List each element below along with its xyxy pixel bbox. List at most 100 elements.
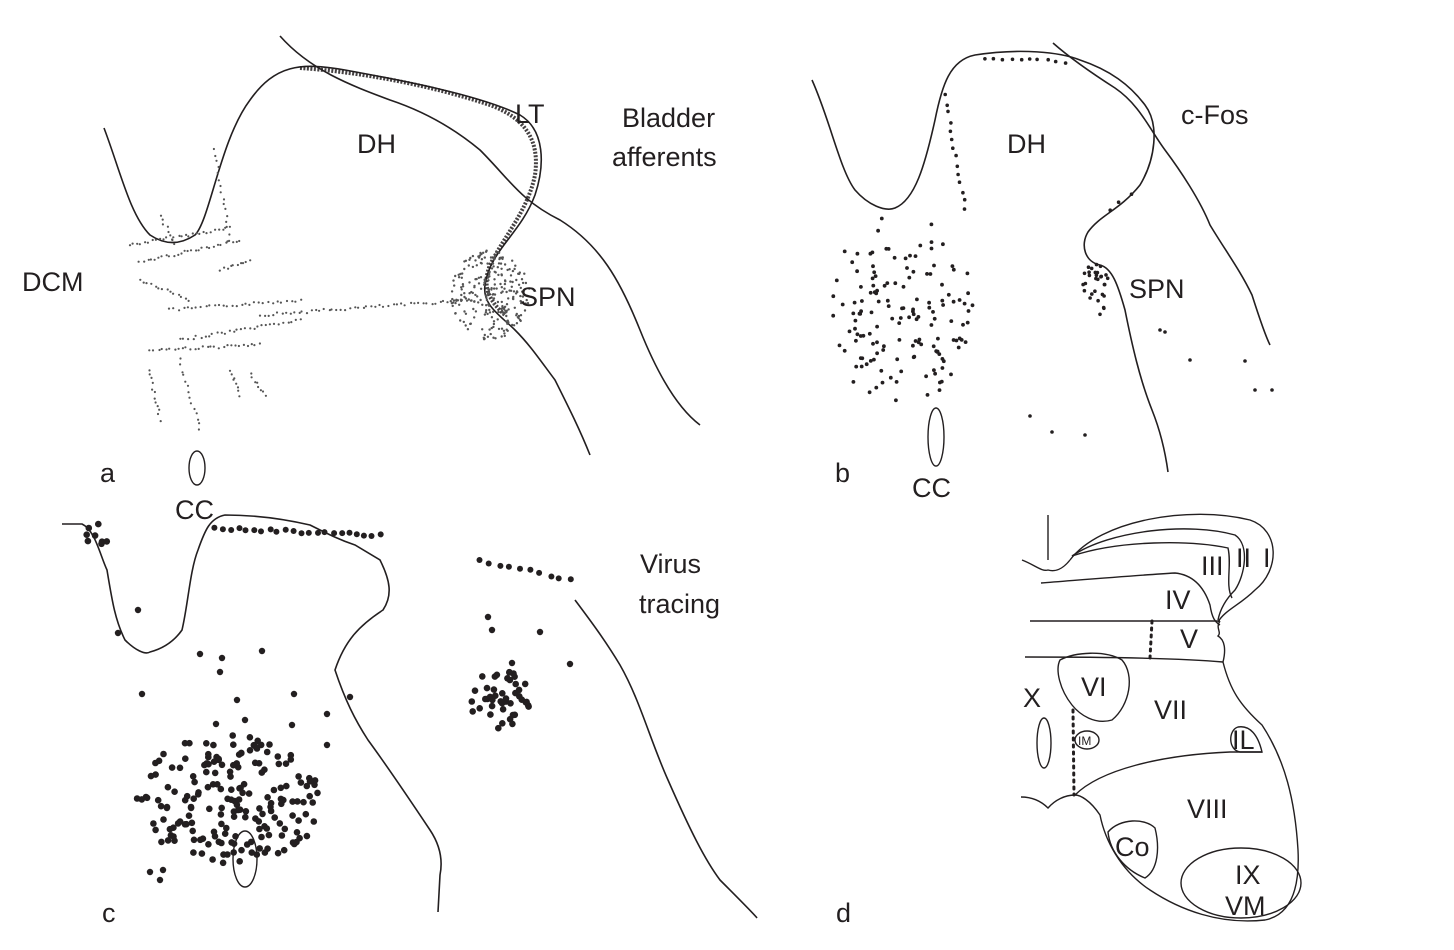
spn-dot [468, 281, 471, 284]
labeled-cell [522, 699, 530, 706]
cfos-cell [1046, 57, 1050, 62]
labeled-cell [196, 650, 204, 658]
cfos-cell [858, 312, 863, 316]
labeled-cell [499, 706, 507, 713]
spn-dot [493, 278, 496, 281]
spn-dot [486, 312, 489, 316]
fiber-dot [217, 303, 221, 307]
fiber-dot [395, 303, 398, 306]
cfos-cell [1102, 306, 1106, 311]
fiber-dot [244, 260, 247, 264]
panel-b-label-spn: SPN [1129, 274, 1185, 304]
spn-dot [500, 267, 503, 270]
panel-a-label-dh: DH [357, 129, 396, 159]
labeled-cell [306, 792, 314, 800]
fiber-dot [237, 344, 240, 348]
cfos-cell [1027, 57, 1032, 61]
labeled-cell [237, 784, 244, 792]
fiber-dot [223, 266, 226, 269]
spn-dot [523, 272, 526, 275]
labeled-cell [252, 743, 260, 751]
panel-d-lamina-i-outline [1069, 513, 1274, 623]
fiber-dot [315, 308, 318, 312]
labeled-cell [235, 796, 243, 803]
fiber-dot [160, 347, 163, 351]
fiber-dot [165, 254, 168, 257]
fiber-dot [217, 165, 220, 169]
fiber-dot [275, 311, 279, 314]
panel-d-lamina-iii-outline [1071, 542, 1233, 599]
cfos-cell [959, 338, 964, 342]
panel-d-lamina-ii-outline [1071, 528, 1246, 621]
fiber-dot [227, 267, 230, 270]
cfos-cell [940, 282, 944, 287]
spn-dot [525, 298, 528, 302]
labeled-cell [181, 821, 189, 828]
fiber-dot [174, 348, 177, 351]
labeled-cell [199, 835, 207, 842]
spn-dot [497, 327, 501, 331]
panel-c-dorsal-horn-outline [62, 514, 442, 913]
spn-dot [517, 283, 521, 286]
spn-dot [458, 303, 461, 306]
fiber-dot [235, 305, 238, 308]
cfos-cell [842, 348, 847, 353]
fiber-dot [165, 236, 168, 239]
labeled-cell [506, 668, 513, 676]
cfos-cell [855, 332, 860, 337]
fiber-dot [153, 258, 156, 261]
spn-dot [460, 293, 463, 297]
cfos-cell [867, 331, 872, 336]
cfos-cell [901, 284, 906, 289]
labeled-cell [527, 566, 534, 573]
spn-dot [463, 292, 466, 295]
labeled-cell [218, 761, 226, 769]
labeled-cell [266, 741, 273, 748]
labeled-cell [189, 827, 196, 835]
labeled-cell [471, 687, 479, 694]
spn-dot [497, 262, 501, 265]
spn-dot [519, 319, 522, 323]
fiber-dot [154, 401, 157, 404]
fiber-dot [148, 369, 151, 372]
fiber-dot [173, 255, 176, 258]
fiber-dot [179, 363, 182, 366]
labeled-cell [228, 527, 235, 533]
fiber-dot [147, 258, 150, 261]
spn-dot [490, 267, 494, 270]
spn-dot [501, 290, 504, 293]
labeled-cell [311, 781, 318, 789]
panel-d-label-viii: VIII [1187, 794, 1228, 824]
labeled-cell [536, 569, 543, 576]
spn-dot [521, 295, 525, 298]
fiber-dot [197, 428, 200, 431]
labeled-cell [274, 753, 282, 760]
cfos-cell [929, 323, 934, 327]
labeled-cell [190, 849, 197, 856]
cfos-cell [876, 228, 880, 233]
panel-a-title-line2: afferents [612, 142, 717, 172]
cfos-cell [911, 269, 916, 274]
spn-dot [519, 294, 522, 298]
spn-dot [463, 295, 466, 299]
panel-d-label-x: X [1023, 683, 1041, 713]
spn-dot [492, 320, 496, 323]
labeled-cell [243, 841, 251, 848]
labeled-cell [267, 799, 275, 807]
cfos-cell [898, 316, 903, 320]
fiber-dot [241, 262, 245, 265]
labeled-cell [234, 806, 242, 814]
spn-dot [496, 318, 499, 321]
cfos-cell [867, 390, 872, 395]
panel-a-outer-border [279, 35, 701, 426]
labeled-cell [170, 833, 177, 840]
spn-dot [509, 274, 513, 277]
labeled-cell [160, 750, 167, 758]
fiber-dot [287, 321, 290, 324]
cfos-cell [911, 307, 915, 312]
labeled-cell [251, 527, 258, 534]
fiber-dot [222, 304, 225, 307]
fiber-dot [267, 314, 270, 317]
fiber-dot [318, 309, 321, 312]
labeled-cell [230, 813, 238, 820]
